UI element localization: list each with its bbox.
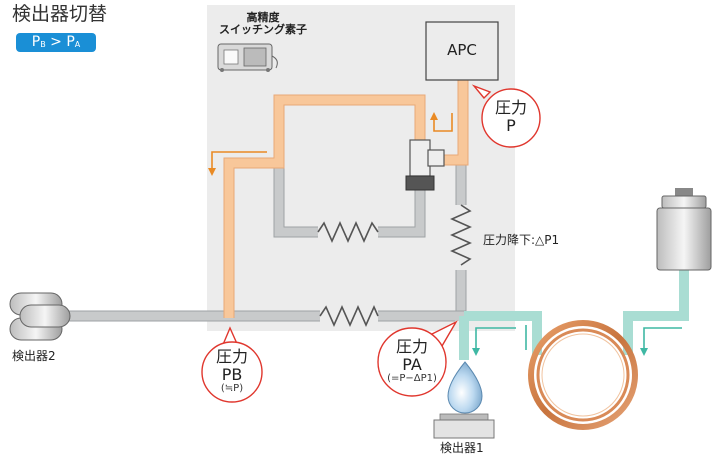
detector2-label: 検出器2: [12, 349, 56, 363]
apc-box: [425, 21, 499, 81]
switching-element-icon: [217, 43, 278, 72]
gray-pipes: [60, 100, 466, 321]
teal-detector1-pipe: [464, 311, 542, 355]
detector1-icon: [433, 361, 495, 439]
switching-element-label-line1: 高精度: [246, 11, 280, 24]
bubble-pb-text: 圧力 PB (≒P): [202, 348, 262, 394]
detector2-icon: [9, 292, 71, 341]
teal-pipes: [459, 270, 689, 360]
bubble-p-line2: P: [506, 115, 516, 135]
bubble-pb-line2: PB: [221, 364, 243, 384]
orange-pipes: [224, 80, 468, 318]
orange-apc-pipe: [440, 80, 468, 165]
bubble-pressure-p: [471, 84, 541, 148]
switching-element-label-line2: スイッチング素子: [219, 23, 307, 37]
badge-operator: >: [50, 34, 62, 50]
badge-sub-a: A: [74, 40, 81, 49]
injector-icon: [656, 188, 712, 271]
apc-label: APC: [447, 41, 477, 59]
bubble-p-line1: 圧力: [494, 98, 527, 117]
bubble-pa-text: 圧力 PA (=P−ΔP1): [378, 338, 446, 384]
bubble-pb-line1: 圧力: [215, 347, 248, 366]
bubble-p-text: 圧力 P: [482, 99, 540, 134]
badge-p1: P: [31, 34, 41, 50]
switching-valve: [405, 139, 445, 191]
bubble-pressure-pb: [201, 326, 263, 403]
bubble-pa-line1: 圧力: [395, 337, 428, 356]
diagram-title: 検出器切替: [12, 3, 108, 25]
restrictor-vertical: [450, 204, 472, 266]
bubble-pb-note: (≒P): [220, 383, 244, 395]
switching-element-label: 高精度 スイッチング素子: [218, 11, 308, 37]
teal-column-pipe: [623, 270, 689, 355]
restrictor-main: [319, 305, 379, 327]
pressure-relation-badge: PB > PA: [16, 33, 96, 52]
badge-sub-b: B: [40, 40, 46, 49]
badge-p2: P: [66, 34, 75, 50]
bubble-pa-note: (=P−ΔP1): [387, 373, 437, 385]
teal-flow-arrows: [475, 327, 682, 350]
bubble-pa-line2: PA: [402, 354, 422, 374]
bubble-pressure-pa: [377, 320, 458, 397]
orange-loop-pipe: [224, 95, 425, 318]
restrictor-loop: [317, 221, 379, 243]
pressure-drop-label: 圧力降下:△P1: [483, 233, 560, 247]
orange-flow-arrows: [211, 113, 453, 170]
column-coil: [528, 320, 638, 430]
detector1-label: 検出器1: [440, 441, 484, 455]
